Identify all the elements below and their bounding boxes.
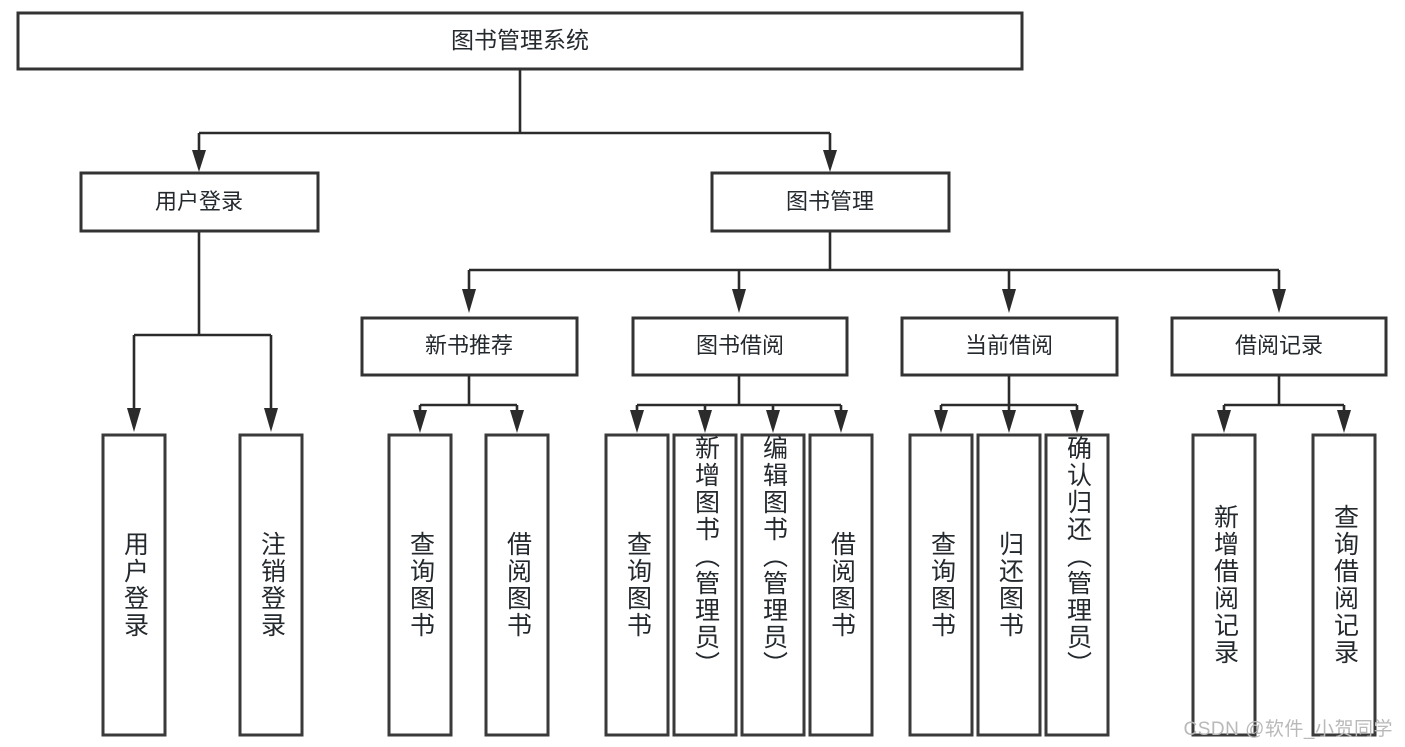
node-book-borrow[interactable]: 图书借阅 [631, 316, 849, 377]
arrow-to-leaf-query-book-1 [413, 410, 427, 433]
arrow-to-leaf-confirm-return [1070, 410, 1084, 433]
node-new-book-recommend[interactable]: 新书推荐 [360, 316, 579, 377]
node-book-management-label: 图书管理 [786, 189, 874, 214]
node-user-login-box[interactable] [79, 171, 320, 233]
arrow-to-leaf-user-login [127, 408, 141, 432]
leaf-box-query-book-3[interactable] [908, 433, 974, 737]
node-borrow-record-label: 借阅记录 [1235, 333, 1323, 358]
node-new-book-recommend-label: 新书推荐 [425, 333, 513, 358]
leaf-box-borrow-book-2[interactable] [808, 433, 874, 737]
leaf-box-borrow-book-1[interactable] [484, 433, 550, 737]
node-borrow-record-box[interactable] [1170, 316, 1388, 377]
arrow-to-leaf-add-record [1217, 410, 1231, 433]
leaf-box-query-record[interactable] [1311, 433, 1377, 737]
node-borrow-record[interactable]: 借阅记录 [1170, 316, 1388, 377]
leaf-box-confirm-return[interactable] [1044, 433, 1110, 737]
leaf-box-query-book-1[interactable] [387, 433, 453, 737]
node-user-login-label: 用户登录 [155, 189, 243, 214]
arrow-to-borrow-record [1272, 289, 1286, 313]
arrow-to-new-book-recommend [462, 289, 476, 313]
node-root[interactable]: 图书管理系统 [16, 11, 1024, 71]
arrow-to-leaf-return-book [1002, 410, 1016, 433]
leaf-box-return-book[interactable] [976, 433, 1042, 737]
node-book-management[interactable]: 图书管理 [710, 171, 951, 233]
leaf-box-logout[interactable] [238, 433, 304, 737]
leaf-box-query-book-2[interactable] [604, 433, 670, 737]
arrow-to-user-login [192, 150, 206, 172]
arrow-to-book-management [823, 150, 837, 172]
node-book-borrow-box[interactable] [631, 316, 849, 377]
node-current-borrow[interactable]: 当前借阅 [900, 316, 1119, 377]
connector-group-root [192, 70, 837, 172]
arrow-to-leaf-logout [264, 408, 278, 432]
connector-group-new-book-recommend [413, 375, 524, 433]
node-book-management-box[interactable] [710, 171, 951, 233]
node-current-borrow-label: 当前借阅 [965, 333, 1053, 358]
arrow-to-book-borrow [732, 289, 746, 313]
arrow-to-leaf-query-record [1337, 410, 1351, 433]
arrow-to-leaf-edit-book [766, 410, 780, 433]
csdn-watermark: CSDN @软件_小贺同学 [1183, 719, 1393, 740]
connector-group-book-borrow [630, 375, 848, 433]
leaf-group-borrow-record [1191, 433, 1377, 737]
connector-group-borrow-record [1217, 375, 1351, 433]
leaf-group-new-book-recommend [387, 433, 550, 737]
arrow-to-leaf-borrow-book-1 [510, 410, 524, 433]
node-user-login[interactable]: 用户登录 [79, 171, 320, 233]
leaf-box-user-login[interactable] [101, 433, 167, 737]
leaf-box-add-record[interactable] [1191, 433, 1257, 737]
leaf-group-user-login [101, 433, 304, 737]
connector-group-book-management [462, 232, 1286, 313]
node-new-book-recommend-box[interactable] [360, 316, 579, 377]
node-root-label: 图书管理系统 [451, 27, 589, 53]
leaf-group-current-borrow [908, 433, 1110, 737]
arrow-to-current-borrow [1002, 289, 1016, 313]
arrow-to-leaf-query-book-2 [630, 410, 644, 433]
leaf-box-edit-book[interactable] [740, 433, 806, 737]
node-root-box[interactable] [16, 11, 1024, 71]
arrow-to-leaf-query-book-3 [934, 410, 948, 433]
leaf-box-add-book[interactable] [672, 433, 738, 737]
leaf-group-book-borrow [604, 433, 874, 737]
arrow-to-leaf-add-book [698, 410, 712, 433]
arrow-to-leaf-borrow-book-2 [834, 410, 848, 433]
connector-group-current-borrow [934, 375, 1084, 433]
node-current-borrow-box[interactable] [900, 316, 1119, 377]
node-book-borrow-label: 图书借阅 [696, 333, 784, 358]
connector-group-user-login [127, 232, 278, 432]
